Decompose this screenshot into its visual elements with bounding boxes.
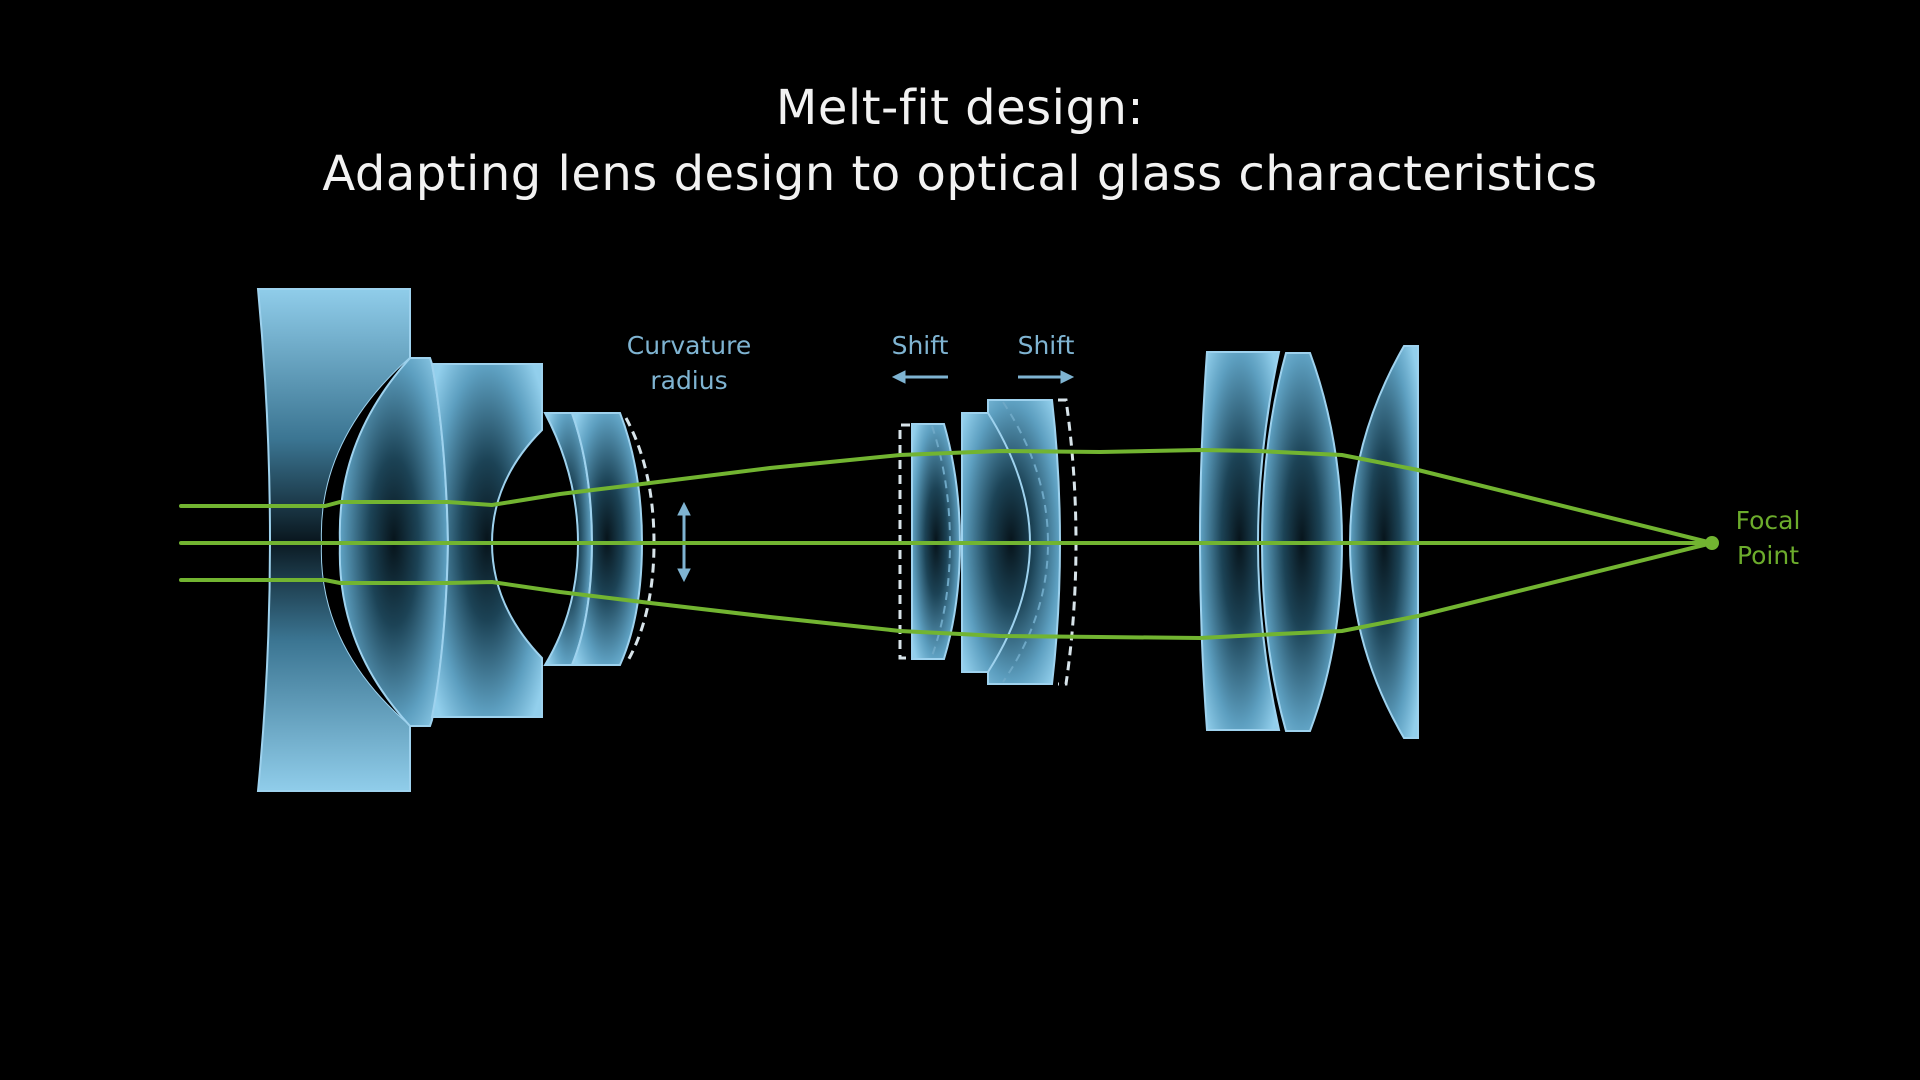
curvature-dashed-outline	[624, 417, 656, 665]
shift-left-arrow-icon	[891, 370, 948, 384]
ray-upper	[179, 447, 1714, 545]
ray-lower	[179, 541, 1714, 641]
focal-label-line-1: Focal	[1735, 506, 1801, 535]
focal-point-label: Focal Point	[1718, 503, 1818, 573]
shift-right-label: Shift	[1017, 331, 1075, 360]
light-rays	[179, 447, 1719, 641]
curvature-radius-label: Curvature radius	[609, 328, 769, 398]
shift-right-arrow-icon	[1018, 370, 1075, 384]
lens-element-cemented	[430, 363, 543, 718]
title-line-1: Melt-fit design:	[775, 80, 1145, 136]
lens-element-2	[321, 358, 430, 725]
focal-point-dot	[1705, 536, 1719, 550]
shift-left-label: Shift	[891, 331, 949, 360]
front-lens-group	[256, 288, 656, 792]
lens-element-doublet-rear	[570, 412, 644, 666]
focal-label-line-2: Point	[1736, 541, 1800, 570]
curvature-dashed-inner-2	[1002, 401, 1050, 683]
title-line-2: Adapting lens design to optical glass ch…	[322, 146, 1598, 202]
curvature-label-line-1: Curvature	[626, 331, 752, 360]
curvature-label-line-2: radius	[650, 366, 728, 395]
